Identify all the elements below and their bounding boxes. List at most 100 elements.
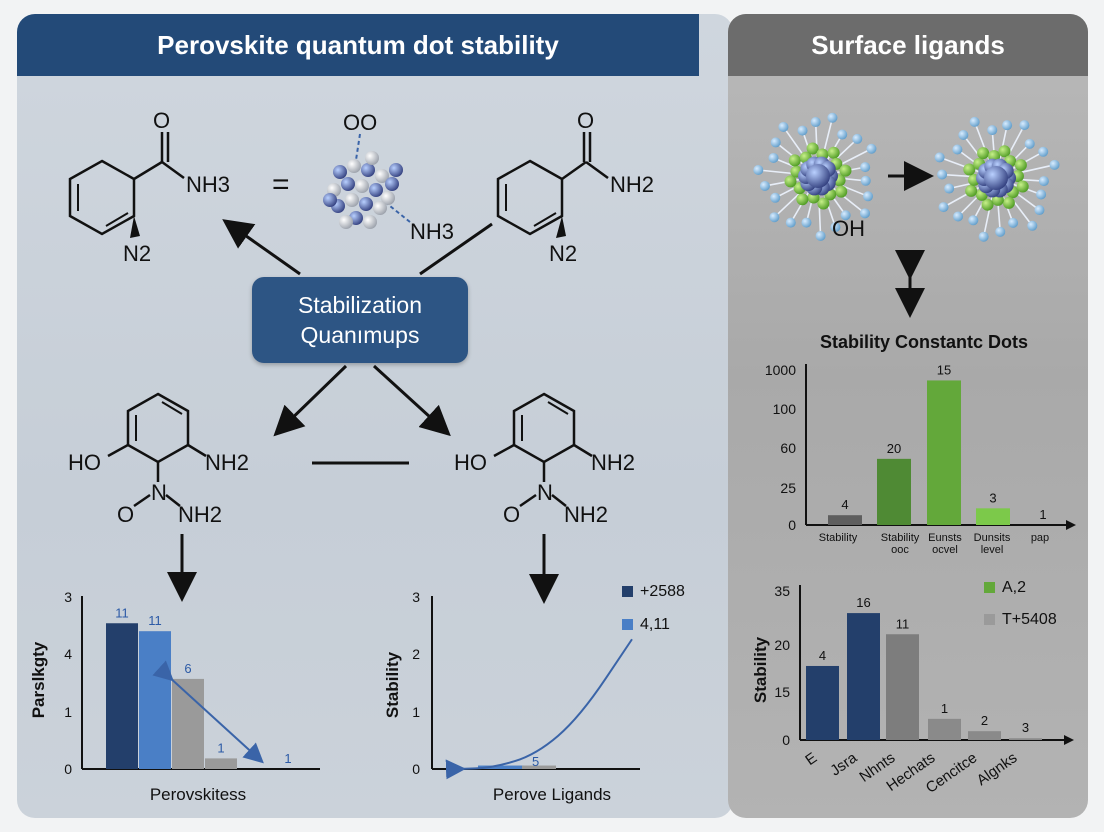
bar-value-label: 3 <box>989 490 996 505</box>
mol-mr-ho: HO <box>454 450 487 475</box>
shell-atom <box>977 147 990 160</box>
bar <box>806 665 839 740</box>
ligand-atom <box>987 125 998 136</box>
shell-atom <box>1014 159 1027 172</box>
molecule-top-left: O NH3 N2 <box>68 108 230 266</box>
bar <box>847 613 880 740</box>
core-atom <box>806 164 830 188</box>
bar-value-label: 2 <box>981 713 988 728</box>
shell-atom <box>1002 196 1015 209</box>
bar <box>205 758 237 769</box>
bar-value-label: 11 <box>148 613 162 628</box>
legend-label: +2588 <box>640 583 685 600</box>
bar-value-label: 1 <box>941 701 948 716</box>
y-tick-label: 3 <box>412 589 420 605</box>
cluster-atom <box>363 215 377 229</box>
ligand-atom <box>1019 120 1030 131</box>
ligand-atom <box>1002 120 1013 131</box>
arrow-to-mid-right <box>372 364 451 437</box>
bar-value-label: 6 <box>184 661 191 676</box>
shell-atom <box>839 164 852 177</box>
ligand-atom <box>863 191 874 202</box>
x-tick-label: Algnks <box>974 749 1021 789</box>
bar <box>1009 738 1042 740</box>
shell-atom <box>788 154 801 167</box>
shell-atom <box>796 193 809 206</box>
shell-atom <box>963 163 976 176</box>
mol-tr-oxygen: O <box>577 108 594 133</box>
shell-atom <box>1016 180 1029 193</box>
cluster-atom <box>385 177 399 191</box>
y-tick-label: 0 <box>412 761 420 777</box>
ligand-atom <box>827 112 838 123</box>
ligand-atom <box>815 230 826 241</box>
molecule-mid-right: HO NH2 N O NH2 <box>454 392 635 527</box>
mol-mr-o: O <box>503 502 520 527</box>
cluster-atom <box>389 163 403 177</box>
x-axis-title: Perove Ligands <box>493 785 611 804</box>
bar-value-label: 4 <box>841 497 848 512</box>
core-atom <box>984 166 1008 190</box>
mol-ml-ho: HO <box>68 450 101 475</box>
bar-value-label: 16 <box>856 595 870 610</box>
mol-mr-nh2b: NH2 <box>564 502 608 527</box>
cluster-atom <box>345 193 359 207</box>
arrow-to-mid-left <box>273 364 348 437</box>
bar <box>927 380 961 525</box>
left-header-title: Perovskite quantum dot stability <box>157 29 559 60</box>
ligand-atom <box>830 222 841 233</box>
bar <box>886 634 919 740</box>
ligand-atom <box>1008 217 1019 228</box>
cluster-atom <box>369 183 383 197</box>
x-tick-label: ooc <box>891 544 909 556</box>
y-tick-label: 100 <box>773 401 797 417</box>
y-tick-label: 4 <box>64 646 72 662</box>
mol-tr-bottom: N2 <box>549 241 577 266</box>
bar-value-label: 15 <box>937 362 951 377</box>
legend-label: T+5408 <box>1002 611 1057 628</box>
bar <box>522 765 556 769</box>
legend-swatch <box>622 586 633 597</box>
ligand-atom <box>944 183 955 194</box>
cluster-amine-label: NH3 <box>410 219 454 244</box>
bar <box>106 623 138 769</box>
x-axis-arrow <box>1066 520 1076 530</box>
y-tick-label: 1 <box>64 704 72 720</box>
molecule-cluster: OO NH3 <box>323 110 454 244</box>
shell-atom <box>965 184 978 197</box>
y-tick-label: 20 <box>774 637 790 653</box>
mol-ml-o: O <box>117 502 134 527</box>
bar-value-label: 20 <box>887 441 901 456</box>
ligand-atom <box>934 152 945 163</box>
x-tick-label: Stability <box>819 532 858 544</box>
mol-tr-amine: NH2 <box>610 172 654 197</box>
bar <box>968 731 1001 740</box>
y-tick-label: 60 <box>780 440 796 456</box>
cluster-atom <box>347 159 361 173</box>
x-tick-label: level <box>981 544 1004 556</box>
right-header: Surface ligands <box>728 14 1088 76</box>
cluster-atom <box>359 197 373 211</box>
legend-swatch <box>622 619 633 630</box>
bar <box>877 458 911 525</box>
shell-atom <box>784 175 797 188</box>
y-tick-label: 1 <box>412 704 420 720</box>
x-tick-label: ocvel <box>932 544 958 556</box>
ligand-atom <box>769 212 780 223</box>
ligand-atom <box>953 211 964 222</box>
ligand-atom <box>852 133 863 144</box>
legend-label: 4,11 <box>640 616 670 633</box>
shell-atom <box>998 145 1011 158</box>
ligand-atom <box>837 129 848 140</box>
molecule-mid-left: HO NH2 N O NH2 <box>68 392 249 527</box>
ligand-atom <box>969 116 980 127</box>
bar <box>976 508 1010 525</box>
ligand-atom <box>759 180 770 191</box>
bar-value-label: 11 <box>115 605 129 620</box>
ligand-atom <box>859 208 870 219</box>
y-tick-label: 0 <box>64 761 72 777</box>
x-tick-label: pap <box>1031 532 1049 544</box>
ligand-atom <box>1049 159 1060 170</box>
